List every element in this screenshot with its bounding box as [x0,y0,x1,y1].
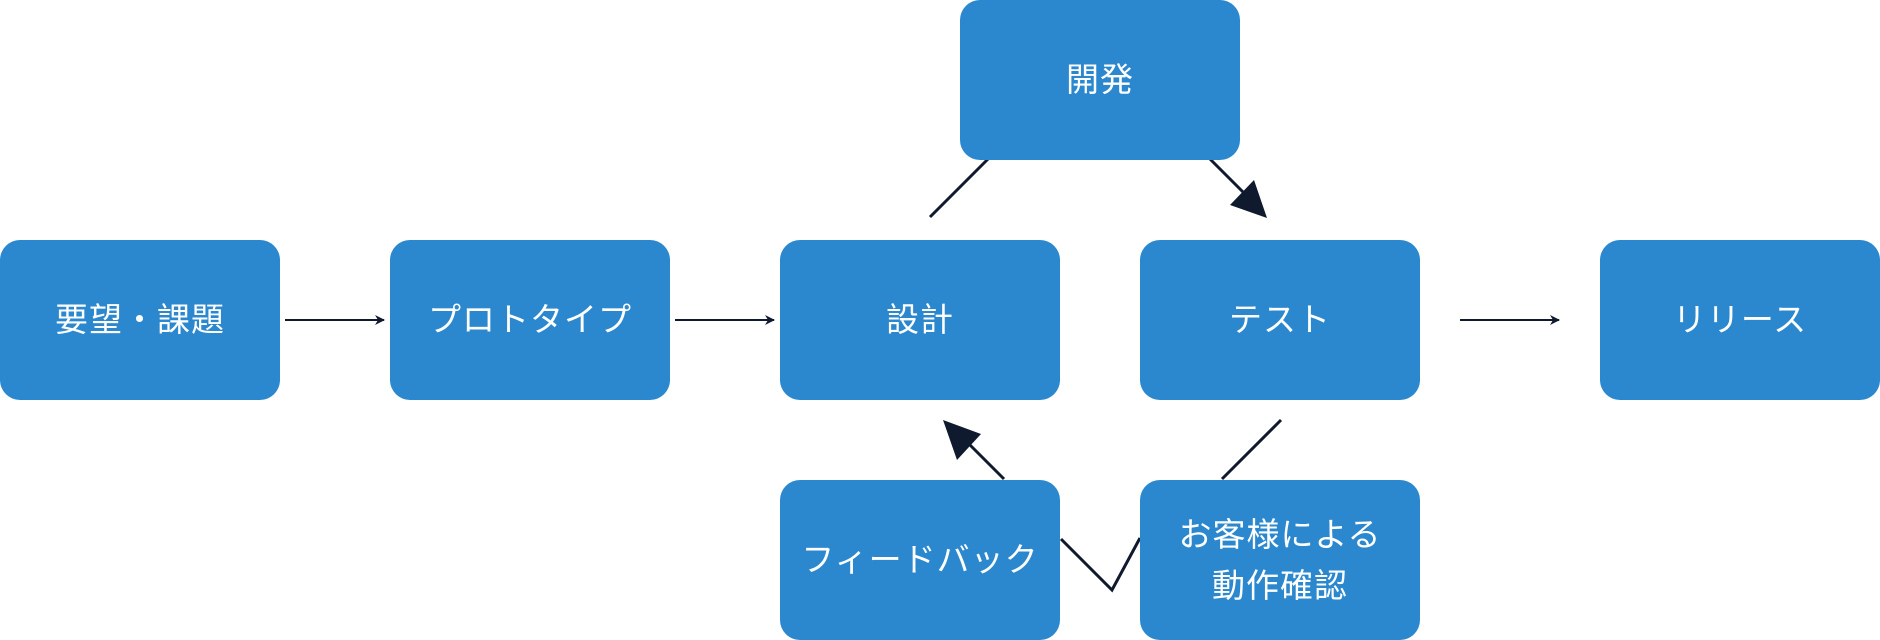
node-develop: 開発 [960,0,1240,160]
connector-develop-to-test [1208,157,1248,197]
node-prototype: プロトタイプ [390,240,670,400]
connector-feedback-to-design [964,439,1006,481]
node-release: リリース [1600,240,1880,400]
connector-test-to-customer [1220,418,1283,481]
node-test: テスト [1140,240,1420,400]
connector-customer-to-feedback [1059,537,1142,593]
node-feedback: フィードバック [780,480,1060,640]
node-requirements: 要望・課題 [0,240,280,400]
arrowhead-feedback-to-design [943,420,981,460]
connector-design-to-develop [928,157,990,219]
node-customer-check: お客様による 動作確認 [1140,480,1420,640]
arrowhead-develop-to-test [1230,180,1267,218]
node-design: 設計 [780,240,1060,400]
